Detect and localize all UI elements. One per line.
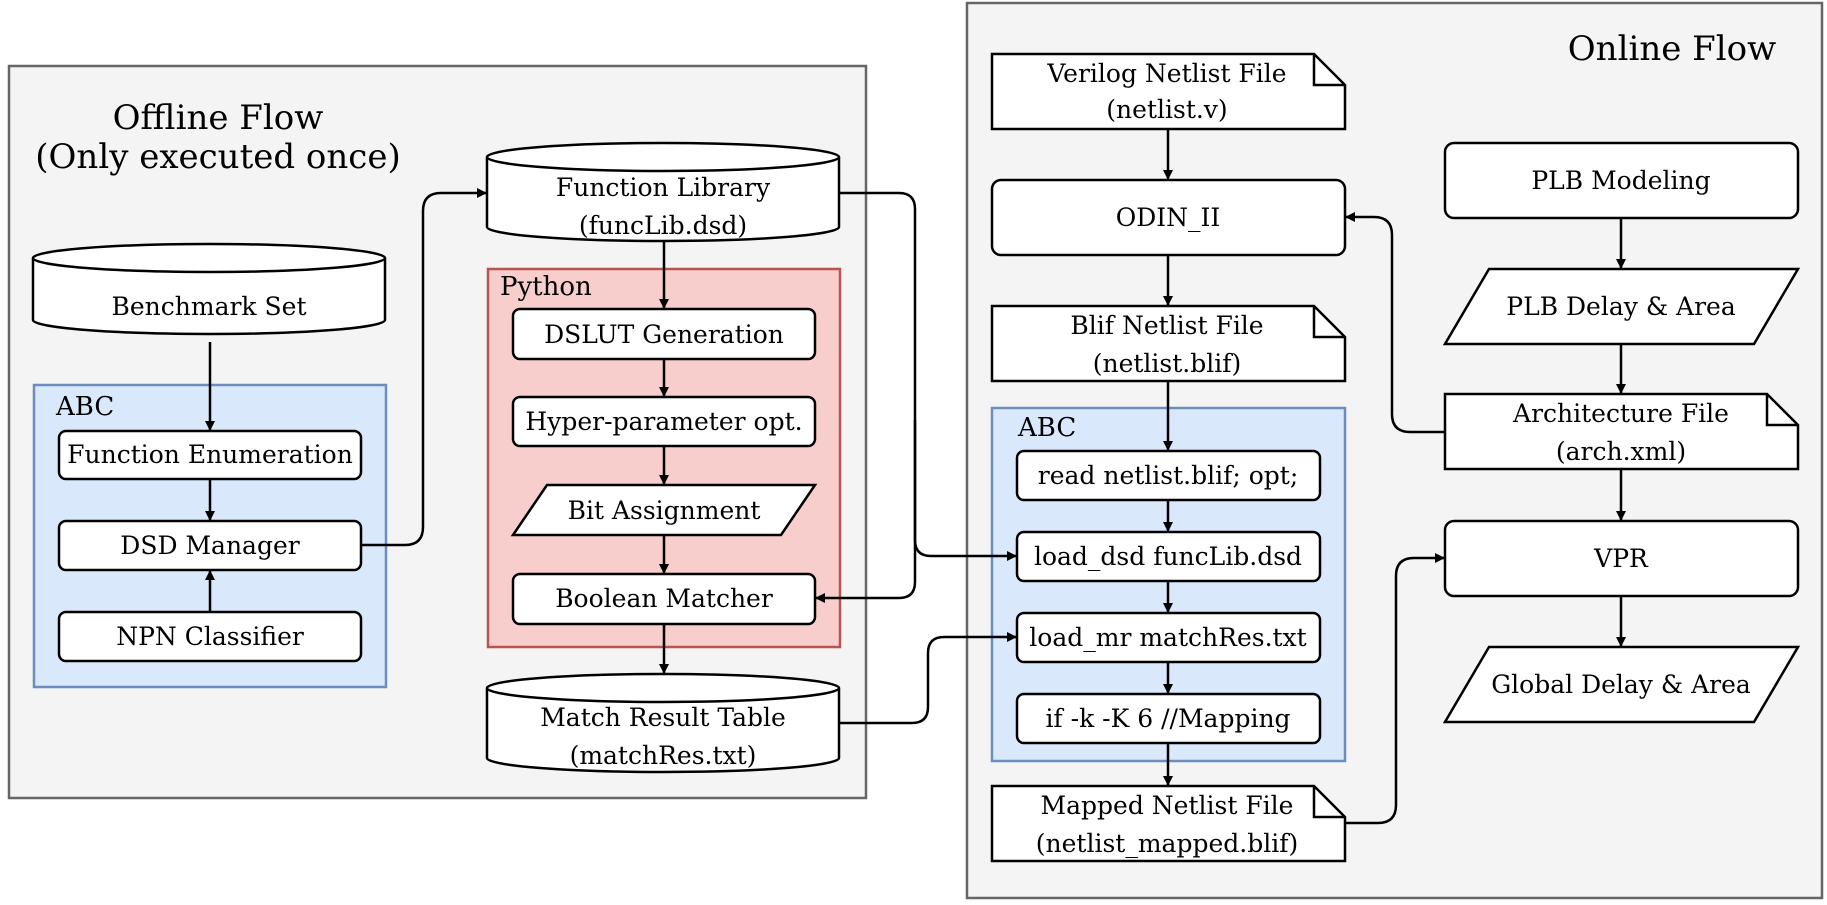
mapped-netlist-file: Mapped Netlist File (netlist_mapped.blif… [990,784,1347,863]
verilog-netlist-file: Verilog Netlist File (netlist.v) [990,52,1347,131]
plb-modeling-box: PLB Modeling [1443,141,1800,220]
match-result-label-line2: (matchRes.txt) [570,741,757,770]
offline-title-line1: Offline Flow [113,98,324,138]
arrow-matchres-to-load-mr [839,632,1017,725]
arrow-funclib-to-load-dsd [913,420,1017,561]
offline-title-line2: (Only executed once) [35,137,400,177]
load-mr-box: load_mr matchRes.txt [1015,611,1322,664]
boolean-matcher-box: Boolean Matcher [511,572,817,626]
arrow-dsd-to-funclib [361,188,487,547]
if-mapping-box: if -k -K 6 //Mapping [1015,692,1322,745]
function-library-label-line2: (funcLib.dsd) [579,211,747,240]
connectors [205,129,1626,825]
blif-netlist-file: Blif Netlist File (netlist.blif) [990,304,1347,383]
dsd-manager-box: DSD Manager [57,519,363,572]
global-delay-area-box: Global Delay & Area [1442,645,1801,724]
architecture-file: Architecture File (arch.xml) [1443,392,1800,471]
dslut-generation-label: DSLUT Generation [544,320,784,349]
python-label: Python [500,272,592,302]
match-result-database: Match Result Table (matchRes.txt) [485,672,841,774]
function-enumeration-box: Function Enumeration [57,429,363,481]
function-enumeration-label: Function Enumeration [67,440,353,469]
global-delay-area-label: Global Delay & Area [1491,670,1751,699]
benchmark-set-label: Benchmark Set [112,292,307,321]
architecture-file-label-line2: (arch.xml) [1556,437,1686,466]
vpr-box: VPR [1443,519,1800,598]
function-library-database: Function Library (funcLib.dsd) [485,141,841,243]
load-dsd-box: load_dsd funcLib.dsd [1015,530,1322,583]
mapped-netlist-label-line2: (netlist_mapped.blif) [1036,829,1298,858]
bit-assignment-label: Bit Assignment [568,496,761,525]
boolean-matcher-label: Boolean Matcher [555,584,773,613]
npn-classifier-label: NPN Classifier [116,622,304,651]
load-dsd-label: load_dsd funcLib.dsd [1034,542,1302,571]
benchmark-set-database: Benchmark Set [31,242,387,336]
arrow-mapped-to-vpr [1345,553,1445,825]
online-title: Online Flow [1568,29,1776,69]
hyper-parameter-box: Hyper-parameter opt. [511,395,817,448]
odin-ii-box: ODIN_II [990,178,1347,257]
mapped-netlist-label-line1: Mapped Netlist File [1041,791,1294,820]
match-result-label-line1: Match Result Table [540,703,786,732]
npn-classifier-box: NPN Classifier [57,610,363,663]
online-abc-label: ABC [1017,413,1076,443]
verilog-netlist-label-line2: (netlist.v) [1106,95,1227,124]
plb-modeling-label: PLB Modeling [1531,166,1710,195]
if-mapping-label: if -k -K 6 //Mapping [1045,704,1290,733]
bit-assignment-box: Bit Assignment [510,483,818,537]
odin-ii-label: ODIN_II [1116,203,1221,232]
vpr-label: VPR [1593,544,1649,573]
load-mr-label: load_mr matchRes.txt [1029,623,1306,652]
blif-netlist-label-line2: (netlist.blif) [1093,349,1242,378]
blif-netlist-label-line1: Blif Netlist File [1070,311,1263,340]
dslut-generation-box: DSLUT Generation [511,307,817,361]
arrow-funclib-to-matcher [815,191,917,603]
hyper-parameter-label: Hyper-parameter opt. [525,407,802,436]
offline-abc-label: ABC [55,392,114,422]
plb-delay-area-box: PLB Delay & Area [1442,267,1801,346]
verilog-netlist-label-line1: Verilog Netlist File [1046,59,1286,88]
architecture-file-label-line1: Architecture File [1512,399,1729,428]
dsd-manager-label: DSD Manager [120,531,299,560]
read-netlist-box: read netlist.blif; opt; [1015,449,1322,502]
function-library-label-line1: Function Library [556,173,771,202]
arrow-arch-to-odin [1345,212,1445,434]
plb-delay-area-label: PLB Delay & Area [1506,292,1736,321]
read-netlist-label: read netlist.blif; opt; [1038,461,1299,490]
